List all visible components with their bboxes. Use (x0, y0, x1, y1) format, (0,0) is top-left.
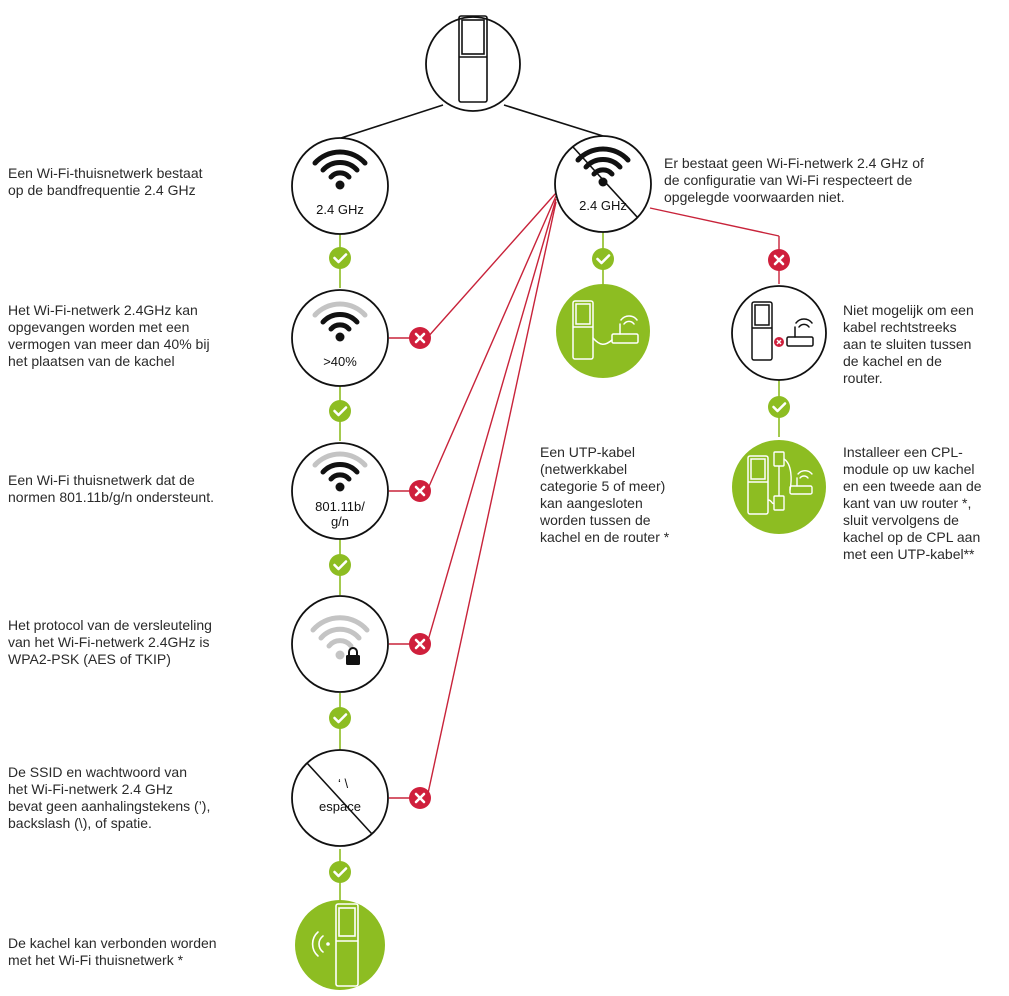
router-icon (783, 458, 813, 495)
text-line: backslash (\), of spatie. (8, 815, 152, 831)
stove-icon (747, 455, 769, 515)
connected-node (295, 900, 385, 990)
text-line: (netwerkkabel (540, 461, 628, 477)
check-badges (329, 247, 790, 883)
wifi-grey-icon (310, 615, 370, 649)
text-line: van het Wi-Fi-netwerk 2.4GHz is (8, 634, 210, 650)
lock-icon (346, 647, 360, 665)
space-word: espace (319, 799, 361, 814)
router-icon (592, 315, 639, 345)
text-line: en een tweede aan de (843, 478, 982, 494)
text-line: Installeer een CPL- (843, 444, 963, 460)
no-wifi-node: 2.4 GHz (554, 135, 652, 233)
signal-strength-label: >40% (323, 354, 357, 369)
encryption-node (291, 595, 389, 693)
cross-icon (409, 633, 431, 655)
text-line: kan aangesloten (540, 495, 643, 511)
check-icon (329, 707, 351, 729)
stove-icon (335, 903, 359, 987)
text-line: Er bestaat geen Wi-Fi-netwerk 2.4 GHz of (664, 155, 924, 171)
wireless-signal-icon (311, 931, 324, 957)
text-line: Het protocol van de versleuteling (8, 617, 212, 633)
text-line: aan te sluiten tussen (843, 336, 972, 352)
stove-icon (751, 301, 773, 361)
cross-icon (409, 327, 431, 349)
text-line: Het Wi-Fi-netwerk 2.4GHz kan (8, 302, 198, 318)
check-icon (329, 554, 351, 576)
text-signal-strength: Het Wi-Fi-netwerk 2.4GHz kan opgevangen … (8, 302, 278, 370)
stove-icon (572, 300, 594, 360)
text-line: met een UTP-kabel** (843, 546, 975, 562)
check-icon (329, 247, 351, 269)
check-icon (329, 400, 351, 422)
cross-icon (409, 480, 431, 502)
text-line: WPA2-PSK (AES of TKIP) (8, 651, 171, 667)
quote-backslash-chars: ‘ \ (338, 776, 349, 791)
wifi-weak-icon (312, 451, 368, 482)
utp-cable-node (556, 284, 650, 378)
text-line: De SSID en wachtwoord van (8, 764, 187, 780)
cpl-plug-icon (767, 451, 785, 511)
cpl-module-node (732, 440, 826, 534)
text-line: router. (843, 370, 883, 386)
text-line: het Wi-Fi-netwerk 2.4 GHz (8, 781, 173, 797)
text-line: kant van uw router *, (843, 495, 972, 511)
wifi-weak-icon (312, 301, 368, 332)
text-line: kachel en de router * (540, 529, 670, 545)
no-wifi-label: 2.4 GHz (579, 198, 627, 213)
text-line: Een UTP-kabel (540, 444, 635, 460)
text-line: categorie 5 of meer) (540, 478, 666, 494)
text-line: De kachel kan verbonden worden (8, 935, 217, 951)
text-line: met het Wi-Fi thuisnetwerk * (8, 952, 184, 968)
no-connection-icon (774, 337, 784, 347)
signal-strength-node: >40% (291, 289, 389, 387)
text-line: het plaatsen van de kachel (8, 353, 175, 369)
no-cable-node (731, 285, 827, 381)
text-line: Een Wi-Fi-thuisnetwerk bestaat (8, 165, 203, 181)
text-norms: Een Wi-Fi thuisnetwerk dat de normen 801… (8, 472, 278, 506)
text-encryption: Het protocol van de versleuteling van he… (8, 617, 278, 668)
cross-icon (768, 249, 790, 271)
check-icon (768, 396, 790, 418)
text-line: kabel rechtstreeks (843, 319, 957, 335)
cross-badges (409, 249, 790, 809)
text-line: module op uw kachel (843, 461, 975, 477)
text-network-exists: Een Wi-Fi-thuisnetwerk bestaat op de ban… (8, 165, 268, 199)
text-connected: De kachel kan verbonden worden met het W… (8, 935, 278, 969)
text-line: Een Wi-Fi thuisnetwerk dat de (8, 472, 195, 488)
wifi-2-4ghz-label: 2.4 GHz (316, 202, 364, 217)
black-connectors (340, 104, 604, 139)
text-line: worden tussen de (540, 512, 651, 528)
wifi-icon (312, 149, 368, 180)
text-no-network: Er bestaat geen Wi-Fi-netwerk 2.4 GHz of… (664, 155, 994, 206)
text-utp-cable: Een UTP-kabel (netwerkkabel categorie 5 … (540, 444, 710, 546)
text-cpl-module: Installeer een CPL- module op uw kachel … (843, 444, 1005, 563)
text-line: bevat geen aanhalingstekens (’), (8, 798, 211, 814)
text-line: opgelegde voorwaarden niet. (664, 189, 845, 205)
stove-node-top (425, 15, 521, 112)
text-line: normen 801.11b/g/n ondersteunt. (8, 489, 215, 505)
text-line: opgevangen worden met een (8, 319, 190, 335)
text-ssid-rules: De SSID en wachtwoord van het Wi-Fi-netw… (8, 764, 278, 832)
stove-icon (458, 15, 488, 103)
text-line: de kachel en de (843, 353, 942, 369)
text-line: op de bandfrequentie 2.4 GHz (8, 182, 196, 198)
text-line: kachel op de CPL aan (843, 529, 981, 545)
text-line: de configuratie van Wi-Fi respecteert de (664, 172, 913, 188)
wifi-2-4ghz-node: 2.4 GHz (291, 137, 389, 235)
text-line: Niet mogelijk om een (843, 302, 974, 318)
check-icon (592, 248, 614, 270)
norms-node: 801.11b/ g/n (291, 442, 389, 540)
ssid-node: ‘ \ espace (291, 749, 389, 847)
text-line: sluit vervolgens de (843, 512, 959, 528)
norms-label-line1: 801.11b/ (315, 499, 365, 514)
norms-label-line2: g/n (331, 514, 349, 529)
check-icon (329, 861, 351, 883)
cross-icon (409, 787, 431, 809)
text-no-cable: Niet mogelijk om een kabel rechtstreeks … (843, 302, 1003, 387)
text-line: vermogen van meer dan 40% bij (8, 336, 210, 352)
router-icon (786, 318, 814, 347)
